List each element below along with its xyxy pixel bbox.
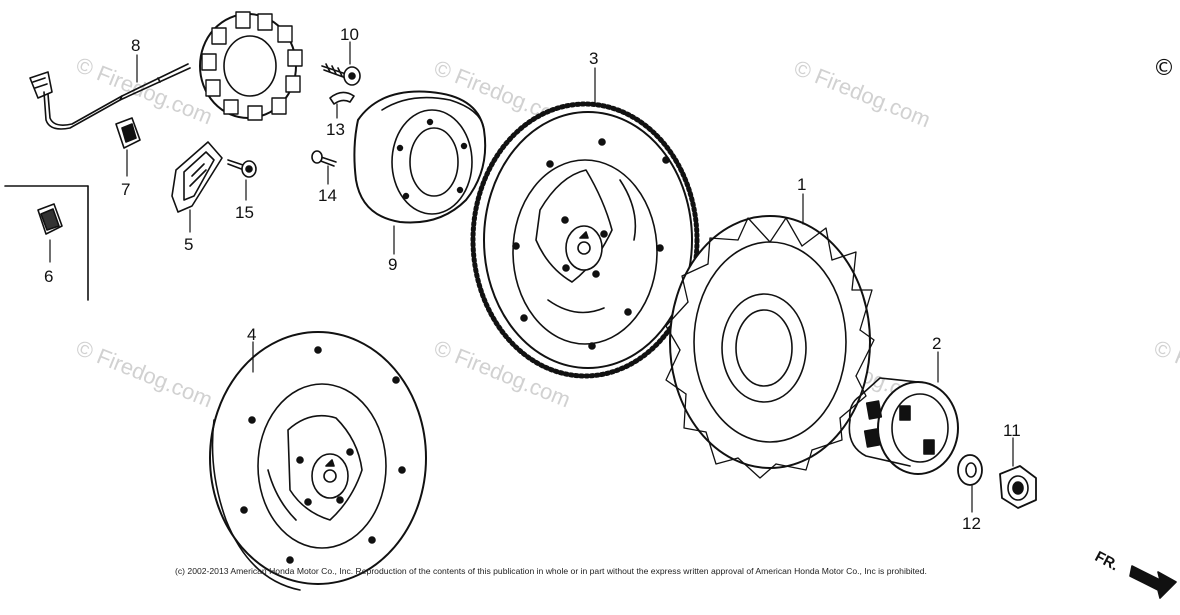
callout-11: 11 (1003, 421, 1021, 440)
callout-9: 9 (388, 255, 398, 274)
front-direction-arrow-icon (1129, 565, 1177, 599)
charge-coil-icon (29, 11, 303, 130)
bolt-icon (321, 63, 361, 86)
clip-icon (115, 117, 141, 149)
gasket-plate-icon (171, 141, 223, 213)
callout-12: 12 (962, 514, 981, 533)
callout-13: 13 (326, 120, 345, 139)
callout-8: 8 (131, 36, 141, 55)
callout-3: 3 (589, 49, 599, 68)
starter-pulley-icon (848, 377, 959, 475)
callout-5: 5 (184, 235, 194, 254)
woodruff-key-icon (329, 91, 355, 105)
washer-icon (957, 454, 983, 486)
callout-4: 4 (247, 325, 257, 344)
cooling-fan-icon (665, 215, 875, 479)
corner-copyright-symbol: © (1153, 56, 1175, 81)
clip-icon (37, 203, 63, 235)
callout-7: 7 (121, 180, 131, 199)
callout-10: 10 (340, 25, 359, 44)
copyright-notice: (c) 2002-2013 American Honda Motor Co., … (175, 566, 927, 576)
leader-lines (49, 41, 1014, 513)
flywheel-icon (209, 331, 427, 591)
callout-15: 15 (235, 203, 254, 222)
bolt-icon (227, 159, 257, 178)
nut-icon (999, 465, 1037, 509)
flywheel-ring-gear-icon (470, 101, 700, 379)
panel-bracket (4, 185, 89, 301)
bolt-icon (311, 150, 337, 167)
spacer-ring-icon (353, 90, 487, 224)
callout-6: 6 (44, 267, 54, 286)
callout-2: 2 (932, 334, 942, 353)
callout-1: 1 (797, 175, 807, 194)
callout-14: 14 (318, 186, 337, 205)
